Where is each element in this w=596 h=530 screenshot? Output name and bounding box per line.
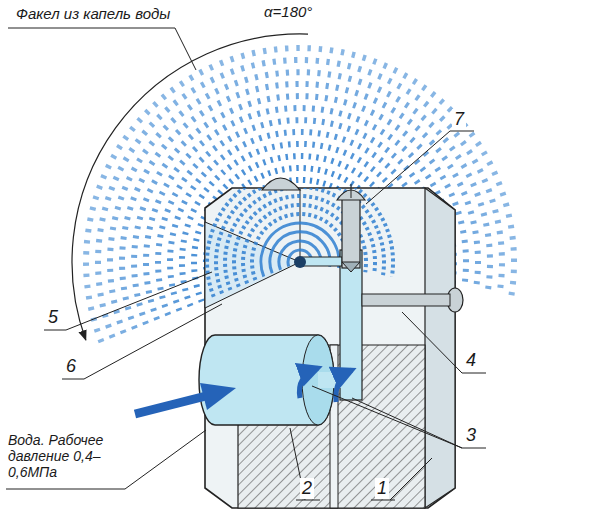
water-spray-core <box>207 169 393 297</box>
leader-lines <box>6 430 206 489</box>
callout-number: 4 <box>464 350 478 371</box>
leader-lines <box>44 272 212 330</box>
adjusting-screw <box>342 262 360 272</box>
adjusting-screw <box>342 198 360 268</box>
spray-ring <box>207 169 393 297</box>
leader-lines <box>371 500 395 501</box>
leader-lines <box>8 28 196 70</box>
callout-number: 6 <box>64 356 78 377</box>
spray-angle-arc <box>72 34 308 340</box>
spray-ring <box>252 214 348 280</box>
leader-lines <box>62 304 222 379</box>
angle-arrow <box>72 34 308 340</box>
flow-arrows <box>200 383 236 410</box>
leader-lines <box>402 312 486 373</box>
flow-arrows <box>299 368 318 398</box>
inlet-note: Вода. Рабочее давление 0,4–0,6МПа <box>6 432 130 480</box>
leader-lines <box>6 28 486 500</box>
callout-number: 3 <box>464 425 478 446</box>
spray-label: Факел из капель воды <box>14 5 172 22</box>
top-dome <box>262 178 300 190</box>
leader-lines <box>366 131 474 204</box>
side-screw <box>362 294 450 306</box>
leader-lines <box>296 500 320 501</box>
callout-number: 7 <box>452 109 466 130</box>
leader-lines <box>312 386 486 448</box>
adjusting-screw <box>351 184 352 198</box>
flow-arrows <box>135 368 352 414</box>
callout-number: 2 <box>300 478 314 499</box>
water-cavity <box>199 335 334 425</box>
callout-number: 5 <box>46 307 60 328</box>
angle-label: α=180° <box>262 3 314 20</box>
nozzle-orifice <box>294 256 306 268</box>
side-screw <box>362 288 463 312</box>
leader-lines <box>390 458 432 500</box>
water-cavity <box>199 250 362 425</box>
leader-lines <box>352 398 462 448</box>
spray-ring <box>270 232 330 273</box>
nozzle-orifice <box>294 256 306 268</box>
water-cavity <box>300 257 342 266</box>
flow-arrows <box>135 396 206 414</box>
callout-number: 1 <box>375 478 389 499</box>
top-dome <box>262 178 300 190</box>
adjusting-screw <box>337 184 365 272</box>
spray-ring <box>261 223 339 277</box>
